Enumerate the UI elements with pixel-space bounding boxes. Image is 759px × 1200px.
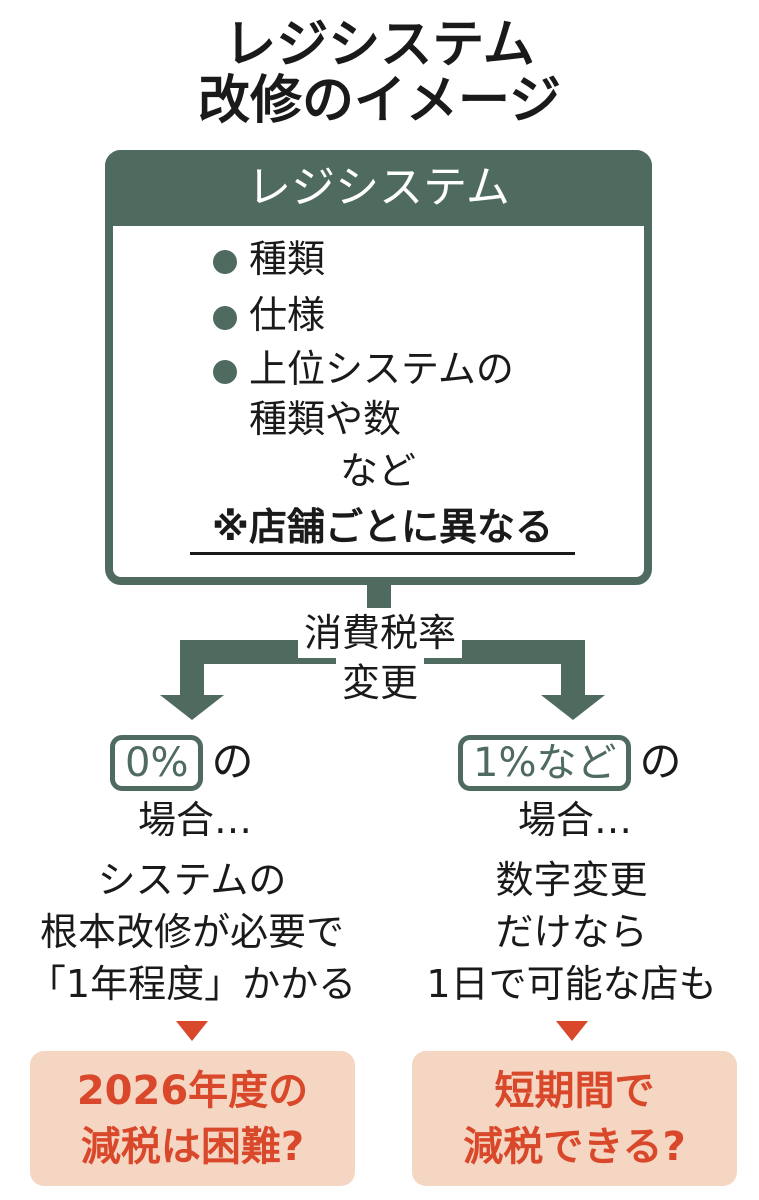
left-desc-3: 「1年程度」かかる <box>27 962 357 1006</box>
left-result-box: 2026年度の 減税は困難? <box>30 1051 355 1186</box>
list-item: 種類 <box>213 234 325 284</box>
rate-badge-1: 1%など <box>458 735 632 791</box>
right-result-box: 短期間で 減税できる? <box>412 1051 737 1186</box>
left-result-line2: 減税は困難? <box>80 1124 305 1170</box>
title-line1: レジシステム <box>224 15 535 75</box>
right-arrowhead <box>541 695 605 720</box>
note: ※店舗ごとに異なる <box>190 502 575 555</box>
right-case-header: 1%などの <box>458 735 681 791</box>
bullet-icon <box>213 359 237 384</box>
particle: の <box>211 737 254 786</box>
bullet-icon <box>213 249 237 274</box>
right-arrow-shaft <box>561 640 585 698</box>
bullet-icon <box>213 305 237 330</box>
system-box-header: レジシステム <box>105 150 652 226</box>
item-text: 上位システムの <box>249 347 514 391</box>
left-result-triangle <box>176 1021 208 1041</box>
right-result-line2: 減税できる? <box>463 1124 686 1170</box>
right-desc-3: 1日で可能な店も <box>426 962 717 1006</box>
right-desc-1: 数字変更 <box>495 858 648 902</box>
particle: の <box>639 737 682 786</box>
left-desc-2: 根本改修が必要で <box>39 910 344 954</box>
left-result-line1: 2026年度の <box>76 1068 309 1114</box>
left-case: 場合… <box>137 798 252 842</box>
left-arrowhead <box>160 695 224 720</box>
etc-label: など <box>340 449 417 493</box>
left-arrow-shaft <box>180 640 204 698</box>
right-desc-2: だけなら <box>495 910 648 954</box>
title-line2: 改修のイメージ <box>198 71 561 131</box>
left-desc-1: システムの <box>97 858 287 902</box>
right-result-line1: 短期間で <box>494 1068 655 1114</box>
right-case: 場合… <box>517 798 632 842</box>
right-result-triangle <box>556 1021 588 1041</box>
list-item: 仕様 <box>213 290 325 340</box>
item-text: 仕様 <box>249 293 326 337</box>
left-case-header: 0%の <box>110 735 253 791</box>
trigger-label: 消費税率 変更 <box>270 608 490 708</box>
trigger-line2: 変更 <box>335 658 424 708</box>
item-continuation: 種類や数 <box>249 397 402 441</box>
item-text: 種類 <box>249 237 326 281</box>
trigger-line1: 消費税率 <box>297 608 462 658</box>
rate-badge-0: 0% <box>110 735 204 791</box>
list-item: 上位システムの <box>213 344 514 394</box>
